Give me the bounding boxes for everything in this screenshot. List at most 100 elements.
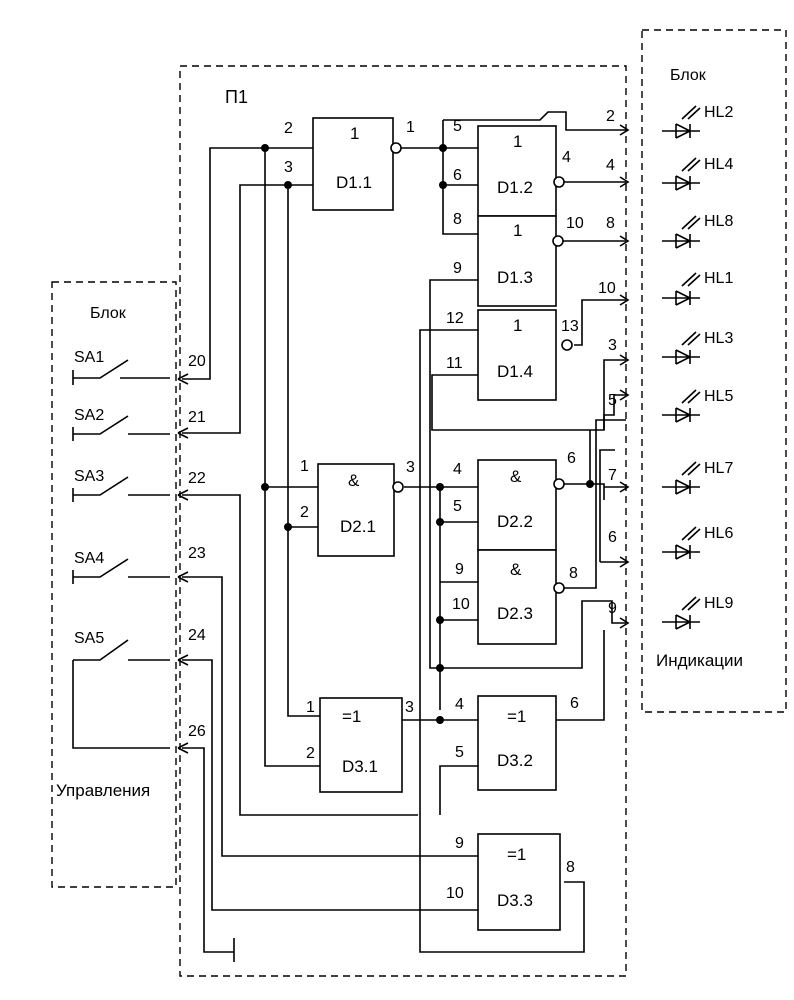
svg-text:4: 4 bbox=[455, 696, 464, 713]
svg-text:8: 8 bbox=[569, 565, 578, 582]
svg-text:1: 1 bbox=[513, 221, 522, 240]
gate-d3-1: =1 D3.1 1 2 3 bbox=[306, 697, 414, 793]
svg-text:6: 6 bbox=[567, 450, 576, 467]
switch-sa5: SA5 bbox=[72, 630, 170, 749]
svg-text:3: 3 bbox=[405, 699, 414, 716]
svg-text:6: 6 bbox=[570, 695, 579, 712]
svg-text:5: 5 bbox=[453, 118, 462, 135]
svg-text:2: 2 bbox=[606, 108, 615, 125]
svg-text:9: 9 bbox=[453, 260, 462, 277]
svg-text:4: 4 bbox=[562, 149, 571, 166]
gate-d1-1: 1 D1.1 2 3 1 bbox=[284, 117, 415, 211]
gate-d1-2: 1 D1.2 5 6 4 bbox=[453, 118, 571, 217]
svg-text:SA3: SA3 bbox=[74, 468, 104, 485]
svg-text:11: 11 bbox=[446, 355, 463, 372]
svg-text:D1.4: D1.4 bbox=[497, 362, 533, 381]
svg-text:5: 5 bbox=[608, 392, 617, 409]
svg-text:D3.3: D3.3 bbox=[497, 891, 533, 910]
indicator-block-subtitle: Индикации bbox=[656, 651, 743, 670]
left-connector-pins: 20 21 22 23 24 26 bbox=[188, 353, 206, 740]
svg-text:20: 20 bbox=[188, 353, 206, 370]
svg-text:26: 26 bbox=[188, 723, 206, 740]
svg-text:21: 21 bbox=[188, 409, 206, 426]
led-hl5: HL5 bbox=[662, 388, 733, 423]
svg-text:3: 3 bbox=[406, 459, 415, 476]
svg-text:HL9: HL9 bbox=[704, 595, 733, 612]
led-hl6: HL6 bbox=[662, 525, 733, 560]
led-hl9: HL9 bbox=[662, 595, 733, 630]
svg-text:8: 8 bbox=[453, 211, 462, 228]
svg-text:SA2: SA2 bbox=[74, 407, 104, 424]
led-hl8: HL8 bbox=[662, 213, 733, 249]
indicator-block-title: Блок bbox=[670, 67, 707, 84]
svg-text:&: & bbox=[510, 467, 522, 486]
svg-text:10: 10 bbox=[598, 280, 616, 297]
svg-text:10: 10 bbox=[452, 596, 470, 613]
gate-d3-2: =1 D3.2 4 5 6 bbox=[455, 695, 579, 791]
svg-text:1: 1 bbox=[300, 458, 309, 475]
svg-text:9: 9 bbox=[455, 835, 464, 852]
indicator-block-outline bbox=[641, 29, 787, 713]
svg-text:D1.1: D1.1 bbox=[336, 173, 372, 192]
svg-text:1: 1 bbox=[306, 699, 315, 716]
svg-text:HL4: HL4 bbox=[704, 156, 733, 173]
svg-text:8: 8 bbox=[606, 215, 615, 232]
svg-text:D3.2: D3.2 bbox=[497, 751, 533, 770]
svg-text:=1: =1 bbox=[507, 845, 526, 864]
control-block-outline bbox=[51, 281, 177, 888]
svg-text:HL3: HL3 bbox=[704, 330, 733, 347]
svg-text:D1.2: D1.2 bbox=[497, 178, 533, 197]
led-hl7: HL7 bbox=[662, 460, 733, 495]
gate-d2-3: & D2.3 9 10 8 bbox=[452, 549, 578, 645]
led-hl1: HL1 bbox=[662, 270, 733, 306]
svg-text:2: 2 bbox=[306, 745, 315, 762]
gate-d3-3: =1 D3.3 9 10 8 bbox=[446, 833, 575, 931]
svg-text:4: 4 bbox=[453, 461, 462, 478]
svg-text:D2.2: D2.2 bbox=[497, 512, 533, 531]
board-p1-outline bbox=[179, 65, 627, 977]
svg-text:=1: =1 bbox=[342, 707, 361, 726]
board-label: П1 bbox=[225, 87, 248, 107]
svg-text:SA1: SA1 bbox=[74, 349, 104, 366]
svg-text:5: 5 bbox=[455, 744, 464, 761]
svg-text:HL8: HL8 bbox=[704, 213, 733, 230]
svg-text:1: 1 bbox=[406, 119, 415, 136]
svg-text:&: & bbox=[510, 560, 522, 579]
svg-text:D3.1: D3.1 bbox=[342, 757, 378, 776]
svg-text:12: 12 bbox=[446, 310, 464, 327]
svg-text:23: 23 bbox=[188, 545, 206, 562]
svg-text:1: 1 bbox=[513, 316, 522, 335]
wiring bbox=[177, 111, 630, 962]
svg-text:8: 8 bbox=[566, 859, 575, 876]
svg-text:1: 1 bbox=[350, 124, 359, 143]
svg-text:HL1: HL1 bbox=[704, 270, 733, 287]
svg-text:SA5: SA5 bbox=[74, 630, 104, 647]
svg-text:9: 9 bbox=[455, 561, 464, 578]
svg-text:HL7: HL7 bbox=[704, 460, 733, 477]
svg-text:2: 2 bbox=[300, 504, 309, 521]
svg-text:13: 13 bbox=[561, 318, 579, 335]
svg-text:3: 3 bbox=[284, 159, 293, 176]
svg-text:6: 6 bbox=[608, 529, 617, 546]
svg-text:22: 22 bbox=[188, 470, 206, 487]
svg-text:1: 1 bbox=[513, 132, 522, 151]
gate-d1-4: 1 D1.4 12 11 13 bbox=[446, 309, 579, 401]
svg-text:SA4: SA4 bbox=[74, 550, 104, 567]
svg-text:D1.3: D1.3 bbox=[497, 268, 533, 287]
svg-text:D2.3: D2.3 bbox=[497, 604, 533, 623]
control-block-title: Блок bbox=[90, 305, 127, 322]
svg-text:4: 4 bbox=[606, 157, 615, 174]
switch-sa4: SA4 bbox=[72, 550, 170, 584]
gate-d1-3: 1 D1.3 8 9 10 bbox=[453, 211, 584, 307]
svg-text:7: 7 bbox=[608, 467, 617, 484]
svg-text:HL5: HL5 bbox=[704, 388, 733, 405]
svg-text:5: 5 bbox=[453, 498, 462, 515]
svg-text:10: 10 bbox=[446, 885, 464, 902]
gate-d2-1: & D2.1 1 2 3 bbox=[300, 458, 415, 557]
svg-text:D2.1: D2.1 bbox=[340, 517, 376, 536]
gate-d2-2: & D2.2 4 5 6 bbox=[453, 450, 576, 551]
svg-text:10: 10 bbox=[566, 215, 584, 232]
svg-text:HL2: HL2 bbox=[704, 104, 733, 121]
